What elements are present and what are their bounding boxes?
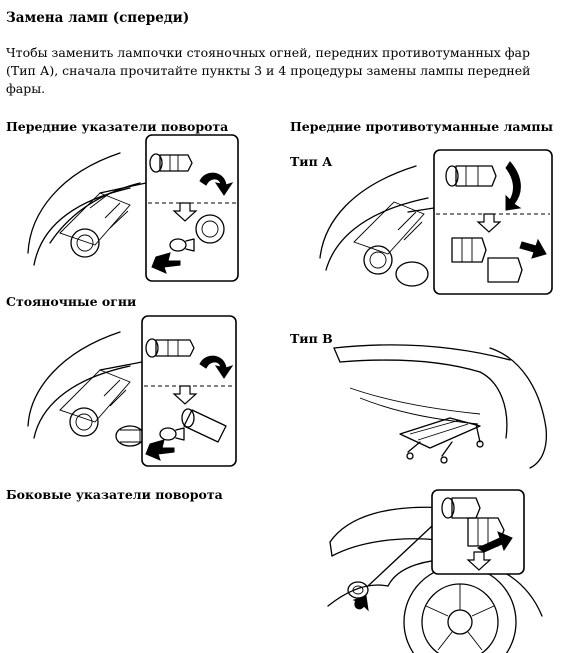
heading-front-fog-lamps: Передние противотуманные лампы — [290, 119, 554, 134]
parking-light-illustration — [27, 315, 237, 467]
front-turn-signal-illustration — [27, 134, 239, 282]
intro-paragraph: Чтобы заменить лампочки стояночных огней… — [6, 45, 531, 96]
heading-side-turn-signals: Боковые указатели поворота — [6, 487, 223, 502]
fog-lamp-type-a-illustration — [319, 149, 553, 295]
fog-lamp-type-b-illustration — [333, 344, 548, 469]
label-type-a: Тип А — [290, 154, 333, 169]
side-turn-signal-illustration — [327, 489, 543, 653]
label-type-b: Тип В — [290, 331, 333, 346]
heading-parking-lights: Стояночные огни — [6, 294, 137, 309]
heading-front-turn-signals: Передние указатели поворота — [6, 119, 229, 134]
page-title: Замена ламп (спереди) — [6, 10, 190, 26]
